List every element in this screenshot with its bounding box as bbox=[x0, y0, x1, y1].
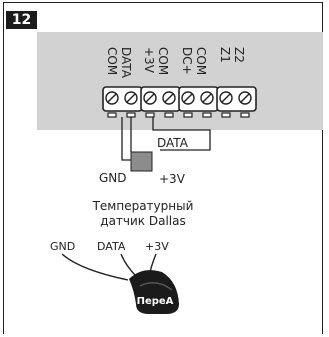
terminal-label: DATA bbox=[119, 47, 133, 79]
terminal-label: Z2 bbox=[232, 47, 246, 63]
dallas-sensor bbox=[130, 151, 153, 172]
sensor-caption-line1: Температурный bbox=[92, 199, 194, 213]
terminal-screws bbox=[105, 91, 252, 105]
sensor-gnd-label: GND bbox=[99, 171, 127, 185]
terminal-slots bbox=[107, 112, 250, 118]
figure-frame bbox=[3, 2, 323, 334]
controller-board bbox=[37, 32, 323, 130]
probe-highlight bbox=[139, 282, 173, 291]
step-number-badge: 12 bbox=[6, 11, 37, 29]
dallas-probe bbox=[129, 270, 179, 314]
terminal-label: +3V bbox=[142, 47, 156, 74]
sensor-3v-label: +3V bbox=[159, 172, 186, 186]
probe-3v-label: +3V bbox=[145, 240, 169, 253]
terminal-label: COM bbox=[194, 47, 208, 75]
terminal-label: Z1 bbox=[218, 47, 232, 63]
probe-data-label: DATA bbox=[97, 240, 126, 253]
terminal-label: COM bbox=[156, 47, 170, 75]
probe-brand: ПереА bbox=[137, 296, 174, 307]
terminal-label: COM bbox=[105, 47, 119, 75]
sensor-data-label: DATA bbox=[157, 136, 189, 150]
terminal-label: DC+ bbox=[180, 47, 194, 75]
sensor-caption-line2: датчик Dallas bbox=[100, 214, 185, 228]
terminal-labels: COM DATA +3V COM DC+ COM Z1 Z2 bbox=[105, 47, 246, 79]
probe-gnd-label: GND bbox=[50, 240, 75, 253]
sensor-wires bbox=[121, 117, 211, 161]
